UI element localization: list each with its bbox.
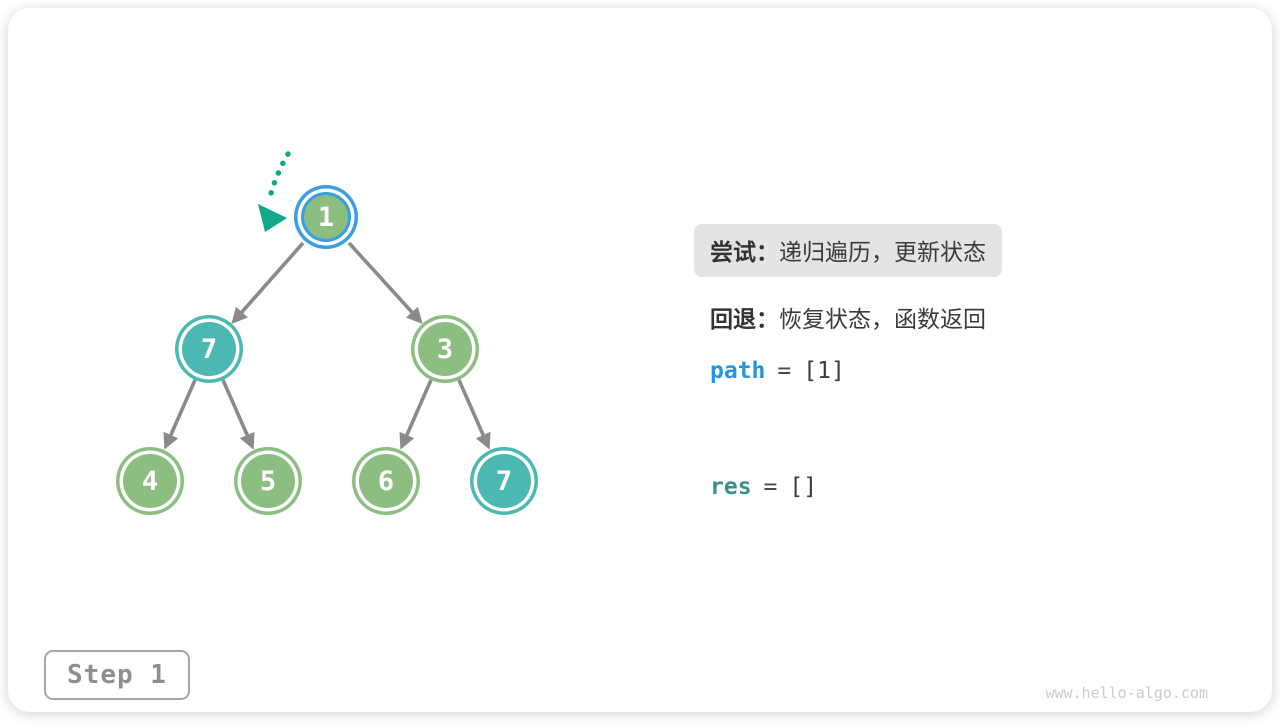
try-highlight: 尝试：递归遍历，更新状态 [694,224,1002,277]
watermark: www.hello-algo.com [1045,684,1208,702]
back-line: 回退：恢复状态，函数返回 [710,291,1114,334]
tree-node: 7 [477,454,531,508]
node-value: 7 [495,465,513,497]
step-badge: Step 1 [44,650,190,700]
tree-edges [163,241,491,450]
node-value: 5 [259,465,277,497]
tree-node: 5 [241,454,295,508]
path-value: [1] [803,358,845,384]
edge-3-6 [399,379,433,450]
edge-1-3 [347,241,423,324]
tree-node: 4 [123,454,177,508]
res-code-line: res = [] [710,474,1114,500]
watermark-text: www.hello-algo.com [1045,684,1208,702]
slide-card: 1 7 3 4 5 6 7 尝试：递归遍历，更新状态 回退：恢复状态，函数返回 … [8,8,1272,712]
cursor-arrow-icon [258,151,291,232]
tree-edges-layer [163,151,491,450]
node-value: 3 [436,333,454,365]
res-value: [] [789,474,818,500]
annotation-panel: 尝试：递归遍历，更新状态 回退：恢复状态，函数返回 path = [1] res… [694,224,1114,500]
node-value: 7 [200,333,218,365]
node-value: 1 [317,201,335,233]
path-code-line: path = [1] [710,358,1114,384]
back-label: 回退： [710,306,779,332]
tree-node: 3 [418,322,472,376]
res-variable: res [710,474,752,500]
path-variable: path [710,358,766,384]
step-badge-label: Step 1 [67,660,167,690]
edge-7-5 [221,379,255,450]
res-equals: = [763,474,778,500]
tree-node: 7 [182,322,236,376]
back-text: 恢复状态，函数返回 [779,306,986,332]
node-value: 6 [377,465,395,497]
tree-node: 6 [359,454,413,508]
edge-1-7 [231,241,305,324]
try-label: 尝试： [710,239,779,265]
node-value: 4 [141,465,159,497]
tree-node-current: 1 [301,192,351,242]
edge-7-4 [163,379,197,450]
path-equals: = [777,358,792,384]
edge-3-7 [457,379,491,450]
try-text: 递归遍历，更新状态 [779,239,986,265]
